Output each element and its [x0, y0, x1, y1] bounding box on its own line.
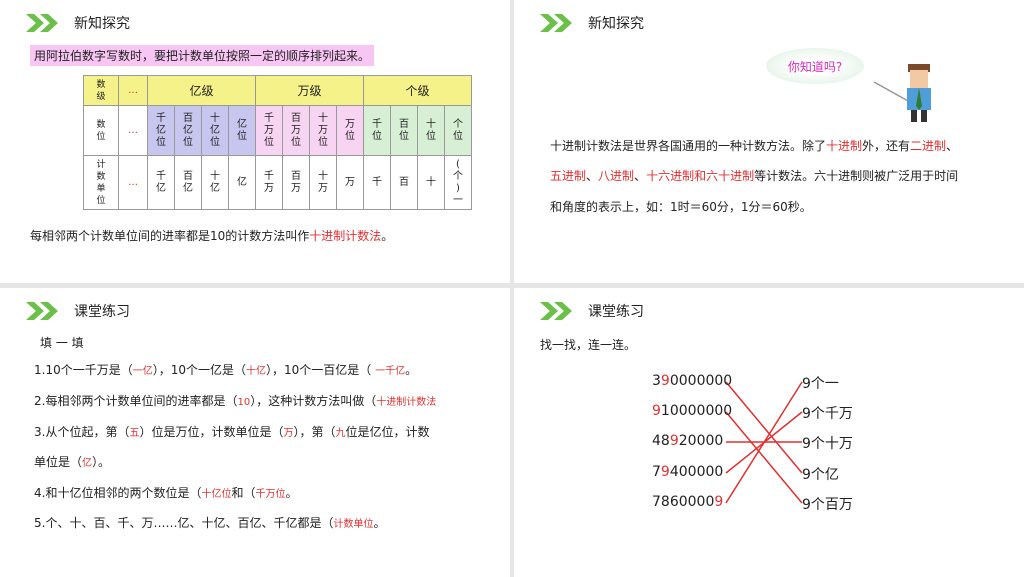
place-cell: 万位: [336, 105, 364, 156]
row-label-place: 数位: [83, 105, 119, 156]
row-label-level: 数级: [83, 75, 119, 106]
question-3: 3.从个位起，第（五）位是万位，计数单位是（万），第（九位是亿位，计数: [34, 425, 430, 439]
number-item[interactable]: 390000000: [652, 373, 733, 389]
place-cell: 百位: [390, 105, 418, 156]
table-dots: …: [118, 155, 148, 210]
section-title: 新知探究: [588, 16, 644, 32]
unit-cell: 十亿: [201, 155, 229, 210]
unit-cell: (个)一: [444, 155, 472, 210]
question-5: 5.个、十、百、千、万……亿、十亿、百亿、千亿都是（计数单位。: [34, 516, 386, 530]
exercise-instruction: 找一找，连一连。: [540, 338, 637, 352]
place-cell: 百万位: [282, 105, 310, 156]
number-item[interactable]: 48920000: [652, 433, 724, 449]
section-title: 新知探究: [74, 16, 130, 32]
unit-cell: 十: [417, 155, 445, 210]
place-value-table: 数级 … 亿级 万级 个级 数位 … 千亿位 百亿位 十亿位 亿位 千万位 百万…: [83, 75, 472, 210]
place-cell: 千亿位: [147, 105, 175, 156]
double-chevron-icon: [26, 14, 62, 32]
paragraph-line-1: 十进制计数法是世界各国通用的一种计数方法。除了十进制外，还有二进制、: [550, 139, 959, 153]
section-title: 课堂练习: [74, 304, 130, 320]
answer: 十亿: [246, 366, 267, 377]
table-dots: …: [118, 105, 148, 156]
definition-period: 。: [381, 229, 394, 243]
speech-bubble: 你知道吗?: [766, 48, 864, 84]
highlight-note: 用阿拉伯数字写数时，要把计数单位按照一定的顺序排列起来。: [30, 45, 375, 66]
double-chevron-icon: [26, 302, 62, 320]
answer: 千万位: [255, 489, 286, 500]
match-line: [725, 381, 803, 504]
target-item[interactable]: 9个一: [802, 376, 839, 392]
place-cell: 十万位: [309, 105, 337, 156]
double-chevron-icon: [540, 14, 576, 32]
answer: 五: [129, 428, 140, 439]
place-cell: 亿位: [228, 105, 256, 156]
place-cell: 十亿位: [201, 105, 229, 156]
place-cell: 千位: [363, 105, 391, 156]
table-dots: …: [118, 75, 148, 106]
match-line: [725, 381, 803, 474]
answer: 10: [237, 397, 251, 408]
level-wan: 万级: [255, 75, 364, 106]
place-cell: 百亿位: [174, 105, 202, 156]
panel-match-exercise: 课堂练习 找一找，连一连。 390000000 910000000 48920000…: [514, 288, 1024, 577]
double-chevron-icon: [540, 302, 576, 320]
place-cell: 个位: [444, 105, 472, 156]
target-item[interactable]: 9个千万: [802, 406, 853, 422]
paragraph-line-3: 和角度的表示上，如：1时＝60分，1分＝60秒。: [550, 200, 812, 214]
exercise-subtitle: 填 一 填: [40, 336, 84, 350]
unit-cell: 十万: [309, 155, 337, 210]
level-yi: 亿级: [147, 75, 256, 106]
panel-fill-in-exercise: 课堂练习 填 一 填 1.10个一千万是（一亿），10个一亿是（十亿），10个一…: [0, 288, 510, 577]
bubble-text: 你知道吗?: [787, 59, 843, 74]
teacher-figure-icon: [873, 64, 931, 122]
unit-cell: 百亿: [174, 155, 202, 210]
answer: 九: [335, 428, 346, 439]
paragraph-line-2: 五进制、八进制、十六进制和六十进制等计数法。六十进制则被广泛用于时间: [550, 169, 959, 183]
answer: 一亿: [132, 366, 153, 377]
definition-line: 每相邻两个计数单位间的进率都是10的计数方法叫作十进制计数法。: [30, 227, 393, 244]
target-item[interactable]: 9个百万: [802, 497, 853, 513]
question-4: 4.和十亿位相邻的两个数位是（十亿位和（千万位。: [34, 486, 298, 500]
question-1: 1.10个一千万是（一亿），10个一亿是（十亿），10个一百亿是（ 一千亿。: [34, 363, 418, 377]
section-header: 新知探究: [26, 12, 130, 34]
unit-cell: 千万: [255, 155, 283, 210]
unit-cell: 千亿: [147, 155, 175, 210]
match-line: [725, 411, 803, 504]
answer: 万: [283, 428, 294, 439]
unit-cell: 亿: [228, 155, 256, 210]
answer: 十亿位: [201, 489, 232, 500]
answer: 亿: [82, 458, 93, 469]
target-item[interactable]: 9个亿: [802, 467, 839, 483]
section-header: 课堂练习: [540, 300, 644, 322]
section-header: 新知探究: [540, 12, 644, 34]
unit-cell: 千: [363, 155, 391, 210]
question-2: 2.每相邻两个计数单位间的进率都是（10），这种计数方法叫做（十进制计数法: [34, 394, 437, 408]
number-item[interactable]: 78600009: [652, 494, 724, 510]
match-lines: [725, 381, 803, 504]
section-title: 课堂练习: [588, 304, 644, 320]
section-header: 课堂练习: [26, 300, 130, 322]
unit-cell: 百: [390, 155, 418, 210]
question-3-cont: 单位是（亿）。: [34, 455, 111, 469]
level-ge: 个级: [363, 75, 472, 106]
target-item[interactable]: 9个十万: [802, 436, 853, 452]
unit-cell: 万: [336, 155, 364, 210]
panel-new-knowledge-table: 新知探究 用阿拉伯数字写数时，要把计数单位按照一定的顺序排列起来。 数级 … 亿…: [0, 0, 510, 283]
answer: 十进制计数法: [376, 397, 437, 408]
place-cell: 十位: [417, 105, 445, 156]
answer: 计数单位: [333, 519, 374, 530]
place-cell: 千万位: [255, 105, 283, 156]
panel-did-you-know: 新知探究 你知道吗? 十进制计数法是世界各国通用的一种计数方法。除了十进制外，还…: [514, 0, 1024, 283]
unit-cell: 百万: [282, 155, 310, 210]
number-item[interactable]: 910000000: [652, 403, 733, 419]
definition-text: 每相邻两个计数单位间的进率都是10的计数方法叫作: [30, 229, 310, 243]
answer: 一千亿: [375, 366, 406, 377]
row-label-unit: 计数单位: [83, 155, 119, 210]
number-item[interactable]: 79400000: [652, 464, 724, 480]
definition-term: 十进制计数法: [309, 229, 382, 243]
